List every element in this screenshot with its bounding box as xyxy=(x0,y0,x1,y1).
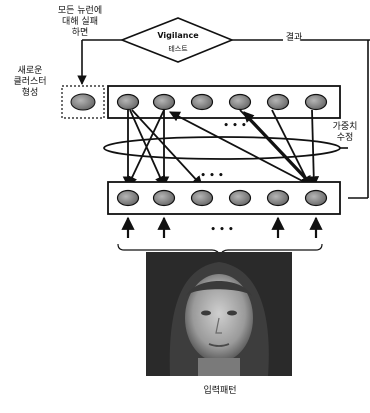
weight-line2: 수정 xyxy=(336,133,354,143)
output-ellipsis: • • • xyxy=(223,121,247,131)
input-nodes xyxy=(116,189,328,207)
face-nose xyxy=(215,317,222,334)
output-node xyxy=(266,93,290,111)
new-cluster-node xyxy=(70,93,96,111)
arrows-ellipsis: • • • xyxy=(210,225,234,235)
face-bangs xyxy=(186,281,252,296)
new-cluster-line1: 새로운 xyxy=(17,66,43,76)
input-node xyxy=(304,189,328,207)
new-cluster-line2: 클러스터 xyxy=(13,77,47,87)
output-layer-box xyxy=(107,85,341,119)
output-node xyxy=(228,93,252,111)
face-neck xyxy=(198,358,240,376)
output-node xyxy=(304,93,328,111)
output-nodes xyxy=(116,93,328,111)
connection-line xyxy=(308,109,320,188)
connections xyxy=(122,109,320,188)
fail-label: 모든 뉴런에 대해 실패 하면 xyxy=(48,6,112,39)
face-mouth xyxy=(208,343,230,347)
vigilance-title: Vigilance xyxy=(157,31,199,40)
input-node xyxy=(116,189,140,207)
new-cluster-line3: 형성 xyxy=(21,88,39,98)
input-node xyxy=(152,189,176,207)
face-eye-left xyxy=(201,310,211,316)
connection-line xyxy=(243,111,315,187)
input-pattern-label: 입력패턴 xyxy=(203,386,237,396)
fail-label-line1: 모든 뉴런에 xyxy=(57,6,103,16)
input-arrows xyxy=(121,216,323,238)
new-cluster-box xyxy=(61,85,105,119)
input-node xyxy=(266,189,290,207)
connection-line xyxy=(271,109,311,187)
face-photo xyxy=(146,252,292,376)
connection-line xyxy=(127,109,165,187)
face-eye-right xyxy=(227,310,237,316)
connection-line xyxy=(239,109,313,187)
output-node xyxy=(116,93,140,111)
result-label: 결과 xyxy=(285,33,303,43)
vigilance-sub: 테스트 xyxy=(168,45,188,53)
weight-ellipse xyxy=(103,136,341,160)
input-layer-box xyxy=(107,181,341,215)
input-ellipsis: • • • xyxy=(200,171,224,181)
new-cluster-label: 새로운 클러스터 형성 xyxy=(2,66,58,99)
connection-line xyxy=(169,111,313,187)
output-node xyxy=(152,93,176,111)
weight-label: 가중치 수정 xyxy=(322,122,368,144)
fail-label-line2: 대해 실패 xyxy=(62,17,98,27)
input-node xyxy=(228,189,252,207)
input-node xyxy=(190,189,214,207)
fail-label-line3: 하면 xyxy=(71,28,89,38)
vigilance-diamond xyxy=(119,17,235,63)
output-node xyxy=(190,93,214,111)
connection-line xyxy=(131,109,203,187)
weight-line1: 가중치 xyxy=(332,122,358,132)
connection-line xyxy=(129,109,165,187)
